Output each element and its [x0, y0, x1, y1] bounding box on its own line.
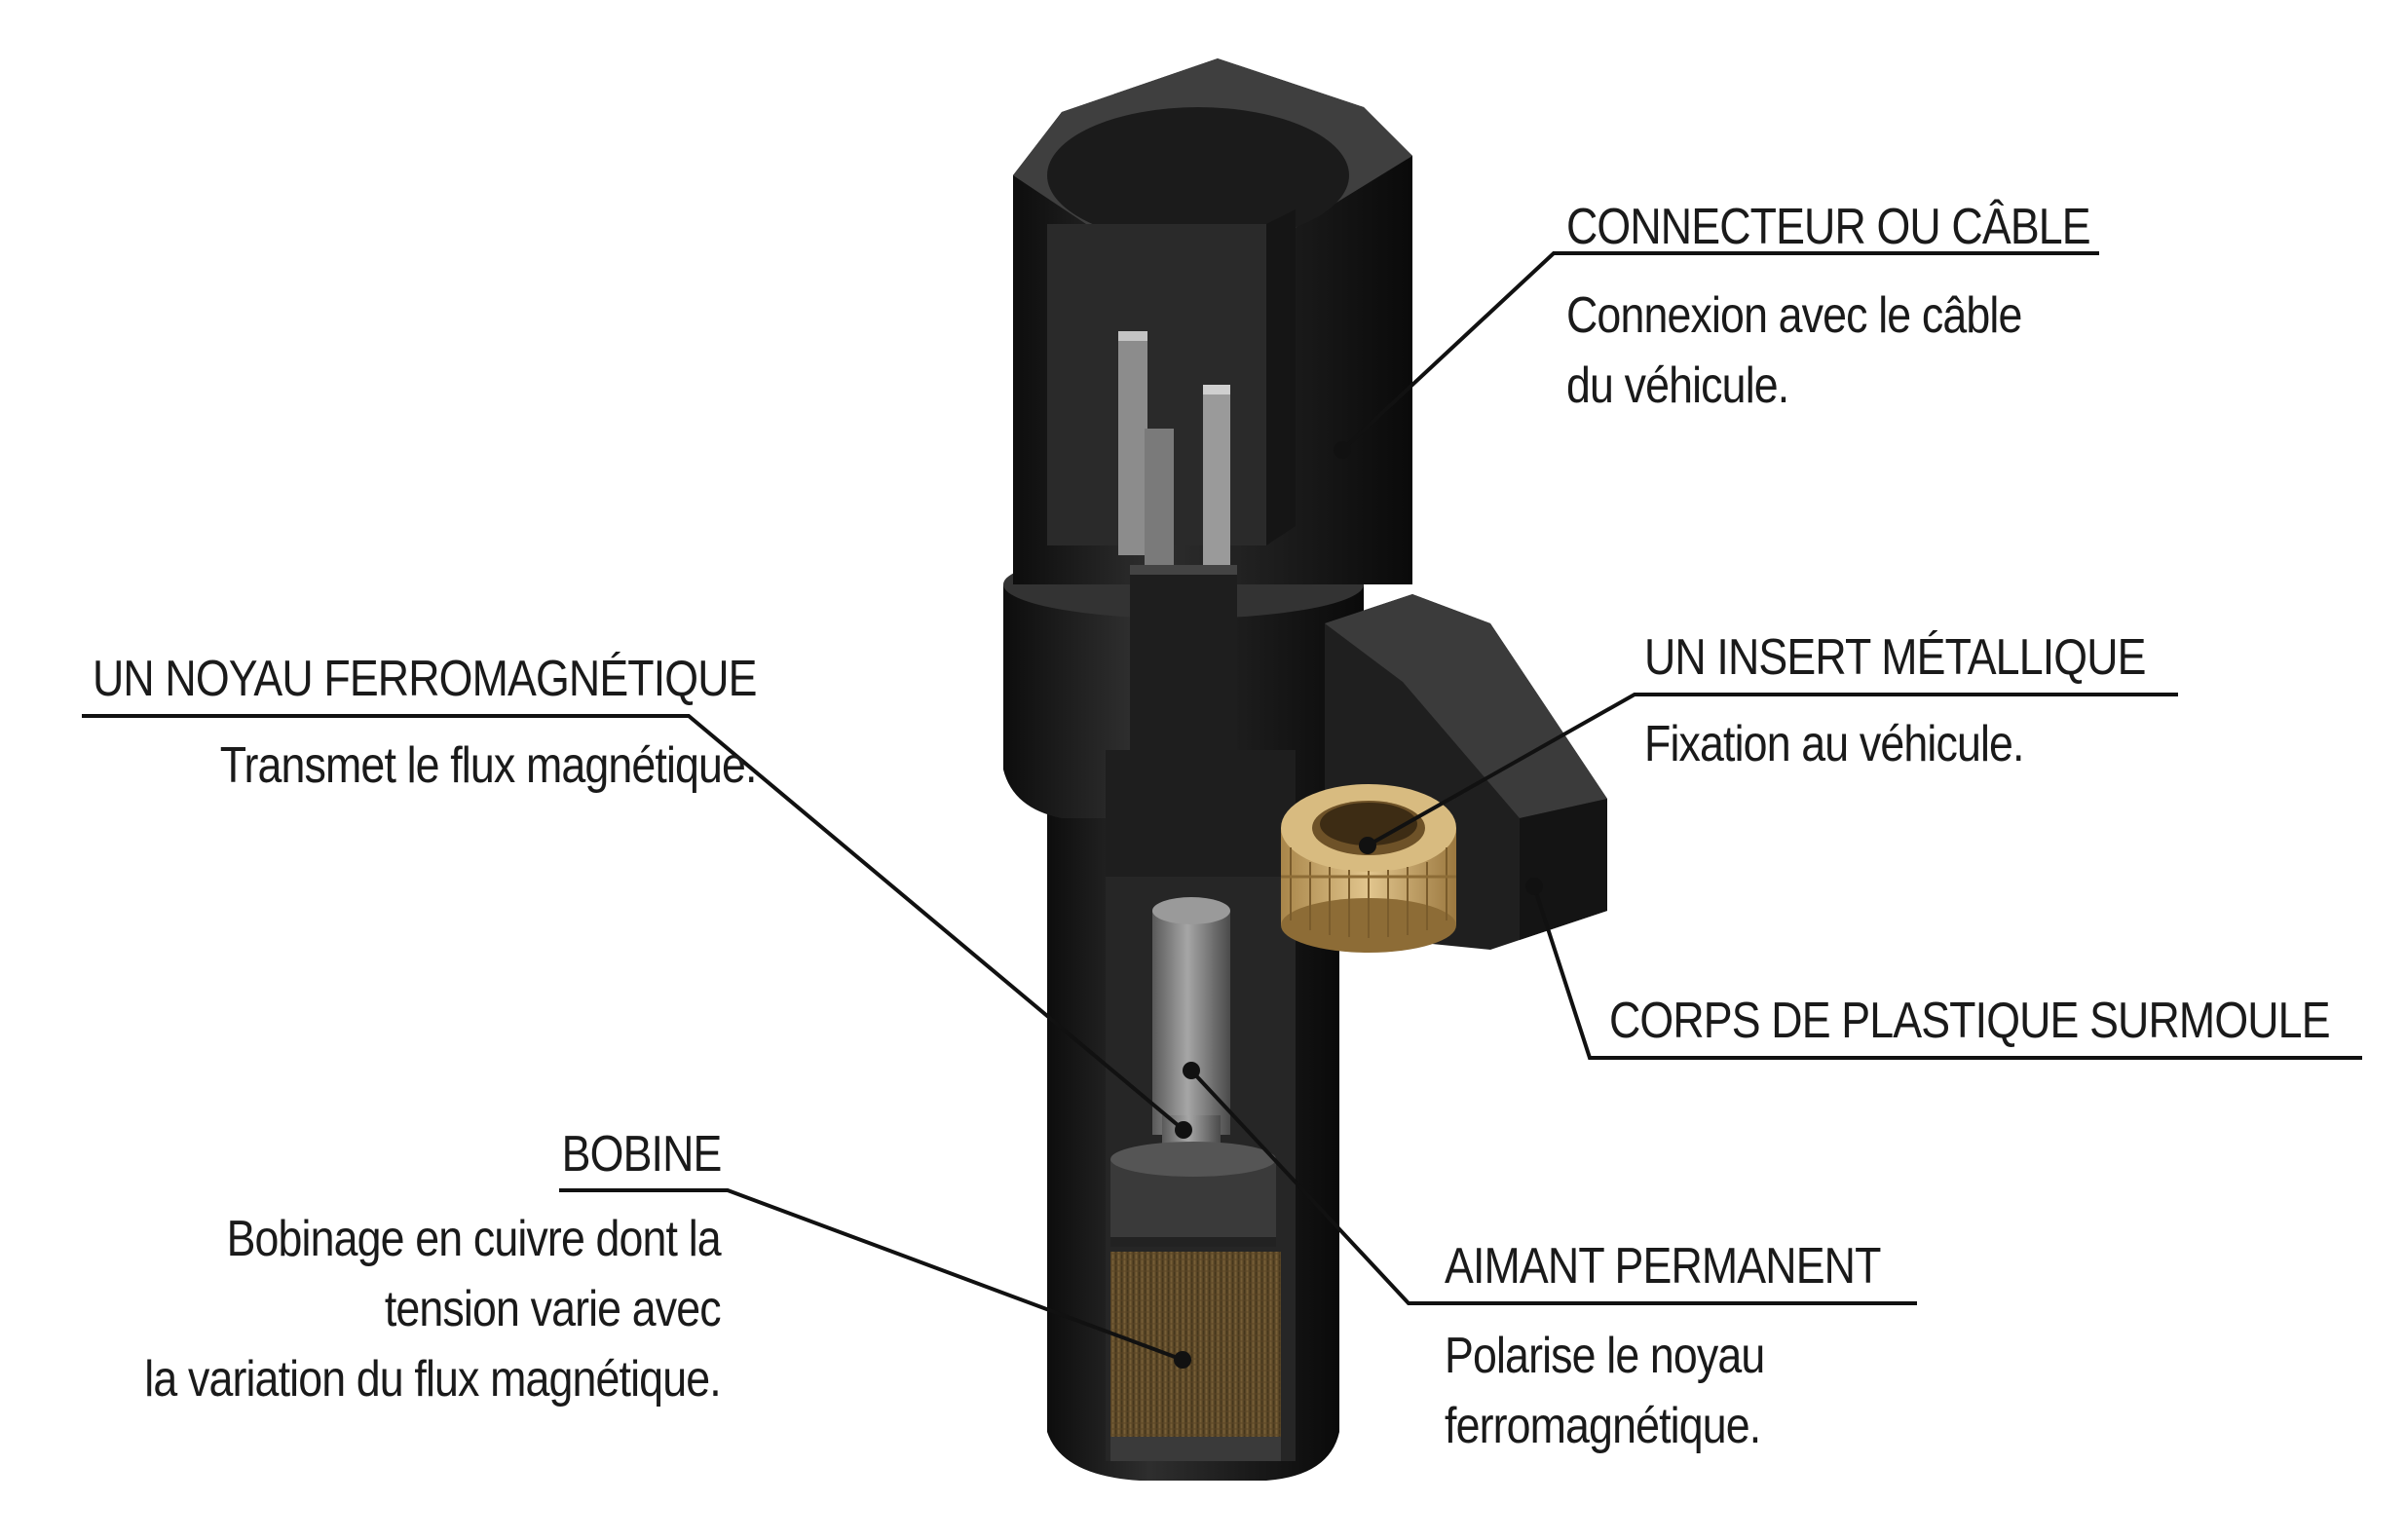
leader-dots	[1174, 441, 1543, 1369]
metal-insert	[1281, 784, 1456, 953]
label-insert-desc-line: Fixation au véhicule.	[1644, 716, 2024, 772]
permanent-magnet	[1110, 1142, 1276, 1247]
leader-lines	[82, 251, 2362, 1362]
label-bobine-desc-line: tension varie avec	[385, 1281, 722, 1337]
label-noyau-title: UN NOYAU FERROMAGNÉTIQUE	[93, 651, 758, 707]
leader-noyau	[82, 714, 1185, 1132]
leader-aimant	[1189, 1069, 1917, 1305]
connector-housing	[1013, 58, 1412, 750]
label-connecteur-desc-line: Connexion avec le câble	[1566, 287, 2022, 344]
label-connecteur-desc: Connexion avec le câble du véhicule.	[1566, 281, 2022, 421]
label-noyau-desc: Transmet le flux magnétique.	[220, 731, 758, 801]
label-bobine-desc-line: Bobinage en cuivre dont la	[226, 1211, 722, 1267]
label-insert-title: UN INSERT MÉTALLIQUE	[1644, 629, 2146, 686]
label-bobine-desc: Bobinage en cuivre dont la tension varie…	[144, 1204, 722, 1414]
label-bobine-title: BOBINE	[561, 1126, 722, 1183]
label-aimant-title: AIMANT PERMANENT	[1445, 1238, 1881, 1295]
label-bobine-desc-line: la variation du flux magnétique.	[144, 1351, 722, 1408]
label-connecteur-desc-line: du véhicule.	[1566, 357, 1789, 414]
leader-bobine	[559, 1188, 1184, 1362]
label-aimant-desc: Polarise le noyau ferromagnétique.	[1445, 1321, 1765, 1461]
label-insert-desc: Fixation au véhicule.	[1644, 709, 2024, 779]
label-noyau-desc-line: Transmet le flux magnétique.	[220, 737, 758, 794]
leader-insert	[1367, 693, 2178, 847]
leader-corps	[1532, 885, 2362, 1060]
label-aimant-desc-line: ferromagnétique.	[1445, 1398, 1761, 1454]
leader-connecteur	[1340, 251, 2099, 452]
copper-coil	[1110, 1252, 1281, 1461]
label-aimant-desc-line: Polarise le noyau	[1445, 1328, 1765, 1384]
label-connecteur-title: CONNECTEUR OU CÂBLE	[1566, 199, 2091, 255]
label-corps-title: CORPS DE PLASTIQUE SURMOULE	[1609, 993, 2331, 1049]
